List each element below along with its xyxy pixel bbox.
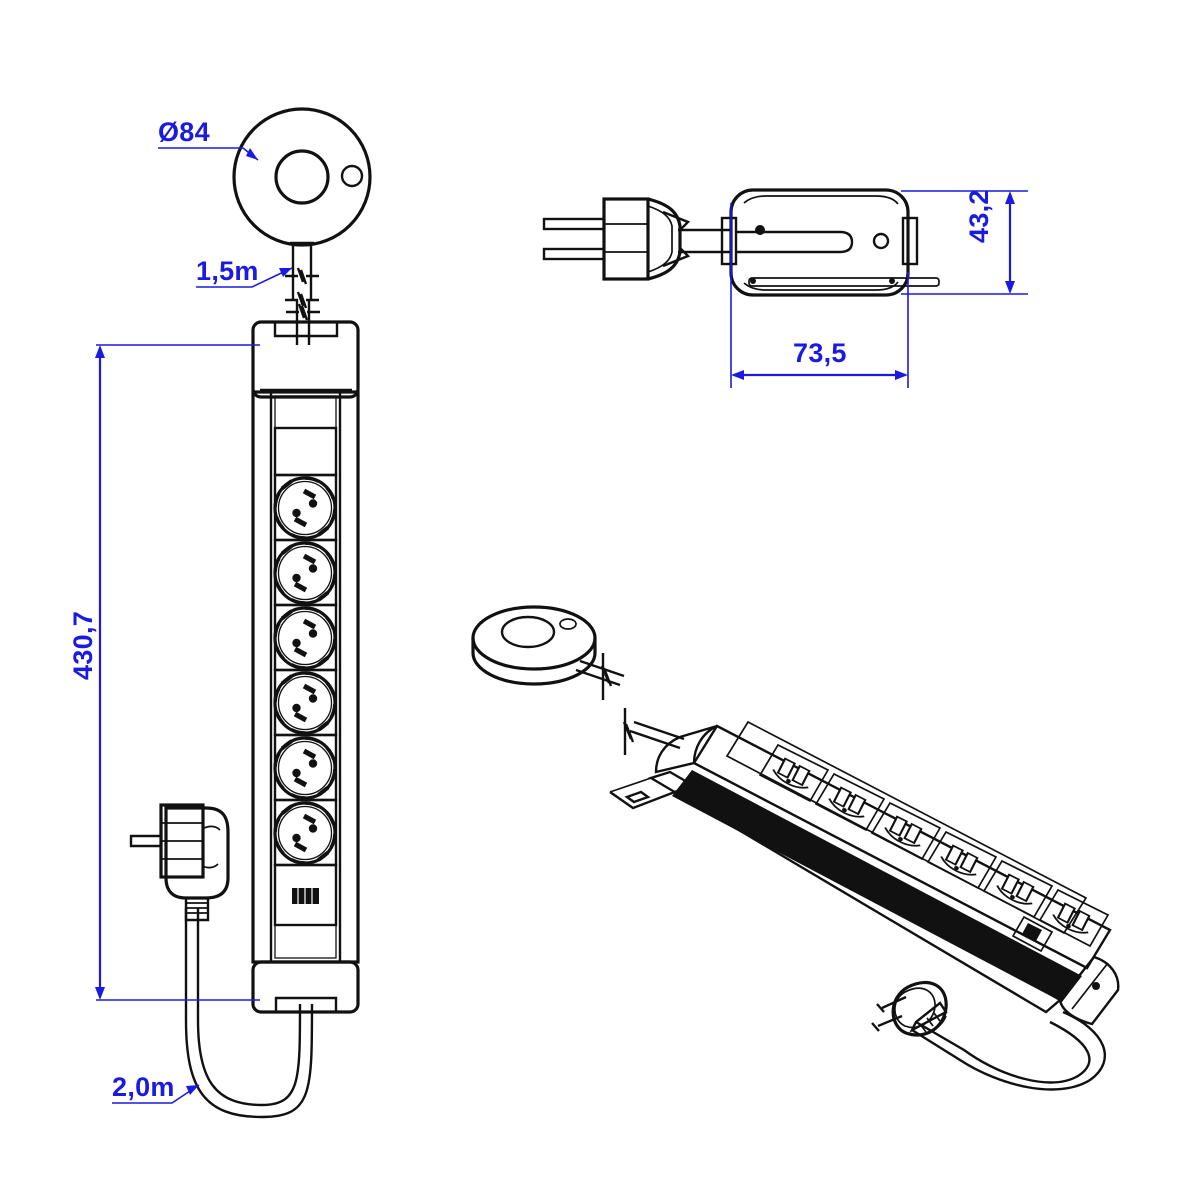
dimension-strip-height: 43,2 <box>901 189 1028 295</box>
schuko-plug <box>129 803 230 922</box>
reel-small-hole <box>340 164 364 188</box>
top-end-cap <box>251 320 360 399</box>
socket-cell[interactable] <box>275 733 336 802</box>
cable-reel-iso <box>471 605 625 700</box>
supply-cable-iso <box>871 981 1107 1091</box>
rocker-switch-iso[interactable] <box>1011 915 1054 953</box>
socket-group-iso <box>758 743 1110 948</box>
dimension-text-strip-width: 73,5 <box>793 338 847 368</box>
dimension-text-strip-height: 43,2 <box>964 189 994 243</box>
dimension-strip-length: 430,7 <box>68 344 260 1001</box>
leader-arrowhead <box>279 268 292 277</box>
socket-cell-iso[interactable] <box>926 830 998 890</box>
reel-cable-stub <box>283 241 321 310</box>
strip-housing-end-view <box>720 188 940 297</box>
socket-cell[interactable] <box>275 668 336 737</box>
dimension-strip-width: 73,5 <box>730 203 909 388</box>
assembly-isometric-view <box>471 605 1120 1091</box>
socket-group <box>275 473 336 867</box>
schuko-plug-end-view <box>542 197 730 281</box>
rocker-switch[interactable] <box>273 863 338 927</box>
bottom-end-cap <box>251 960 360 1014</box>
dimension-text-reel-cable-length: 1,5m <box>196 256 259 286</box>
power-strip-front-view <box>129 300 360 1119</box>
socket-cell-iso[interactable] <box>870 801 942 861</box>
supply-cable <box>184 908 314 1119</box>
dimension-text-strip-length: 430,7 <box>68 611 98 680</box>
schuko-plug-iso <box>871 981 948 1037</box>
socket-cell[interactable] <box>275 798 336 867</box>
cable-reel-top-view <box>232 107 372 310</box>
power-strip-end-view <box>542 188 940 297</box>
socket-cell-iso[interactable] <box>814 772 886 832</box>
socket-cell-iso[interactable] <box>982 859 1054 919</box>
dimension-supply-cable-length: 2,0m <box>112 1072 200 1104</box>
power-strip-iso <box>609 720 1120 1026</box>
dimension-reel-cable-length: 1,5m <box>196 256 293 288</box>
socket-cell-iso[interactable] <box>1038 888 1110 948</box>
socket-cell[interactable] <box>275 603 336 672</box>
reel-hub-circle <box>274 149 330 205</box>
dimension-text-reel-diameter: Ø84 <box>158 117 210 147</box>
socket-cell-iso[interactable] <box>758 743 830 803</box>
dimension-text-supply-cable-length: 2,0m <box>112 1072 175 1102</box>
socket-cell[interactable] <box>275 473 336 542</box>
leader-arrowhead <box>246 148 258 160</box>
dimension-reel-diameter: Ø84 <box>158 117 259 161</box>
cable-break-iso <box>622 708 685 755</box>
socket-cell[interactable] <box>275 538 336 607</box>
reel-outer-circle <box>232 107 372 247</box>
strip-blank-panel-top <box>273 426 338 477</box>
